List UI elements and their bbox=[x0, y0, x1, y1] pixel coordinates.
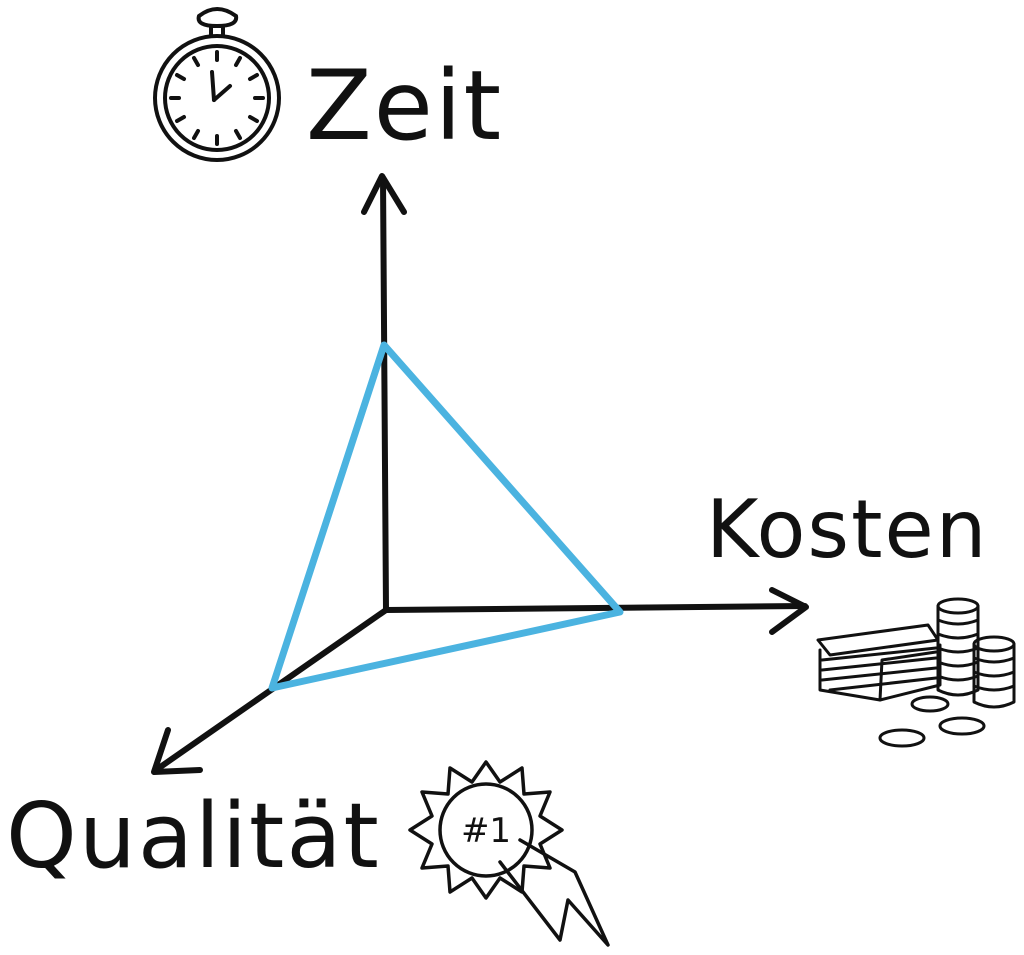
money-stack-icon bbox=[816, 597, 1016, 748]
award-badge-text: #1 bbox=[461, 811, 511, 851]
time-axis-label: Zeit bbox=[306, 50, 504, 162]
quality-axis-label: Qualität bbox=[6, 784, 381, 889]
cost-axis bbox=[383, 603, 808, 613]
cost-axis-arrowhead bbox=[769, 587, 809, 635]
time-axis-arrowhead bbox=[361, 173, 407, 215]
cost-axis-label: Kosten bbox=[706, 483, 989, 576]
stopwatch-icon bbox=[153, 7, 281, 162]
award-rosette-icon: #1 bbox=[408, 760, 610, 947]
quality-axis-arrowhead bbox=[151, 727, 203, 775]
axes bbox=[151, 173, 809, 775]
project-triangle bbox=[268, 341, 624, 692]
time-axis bbox=[380, 175, 389, 613]
